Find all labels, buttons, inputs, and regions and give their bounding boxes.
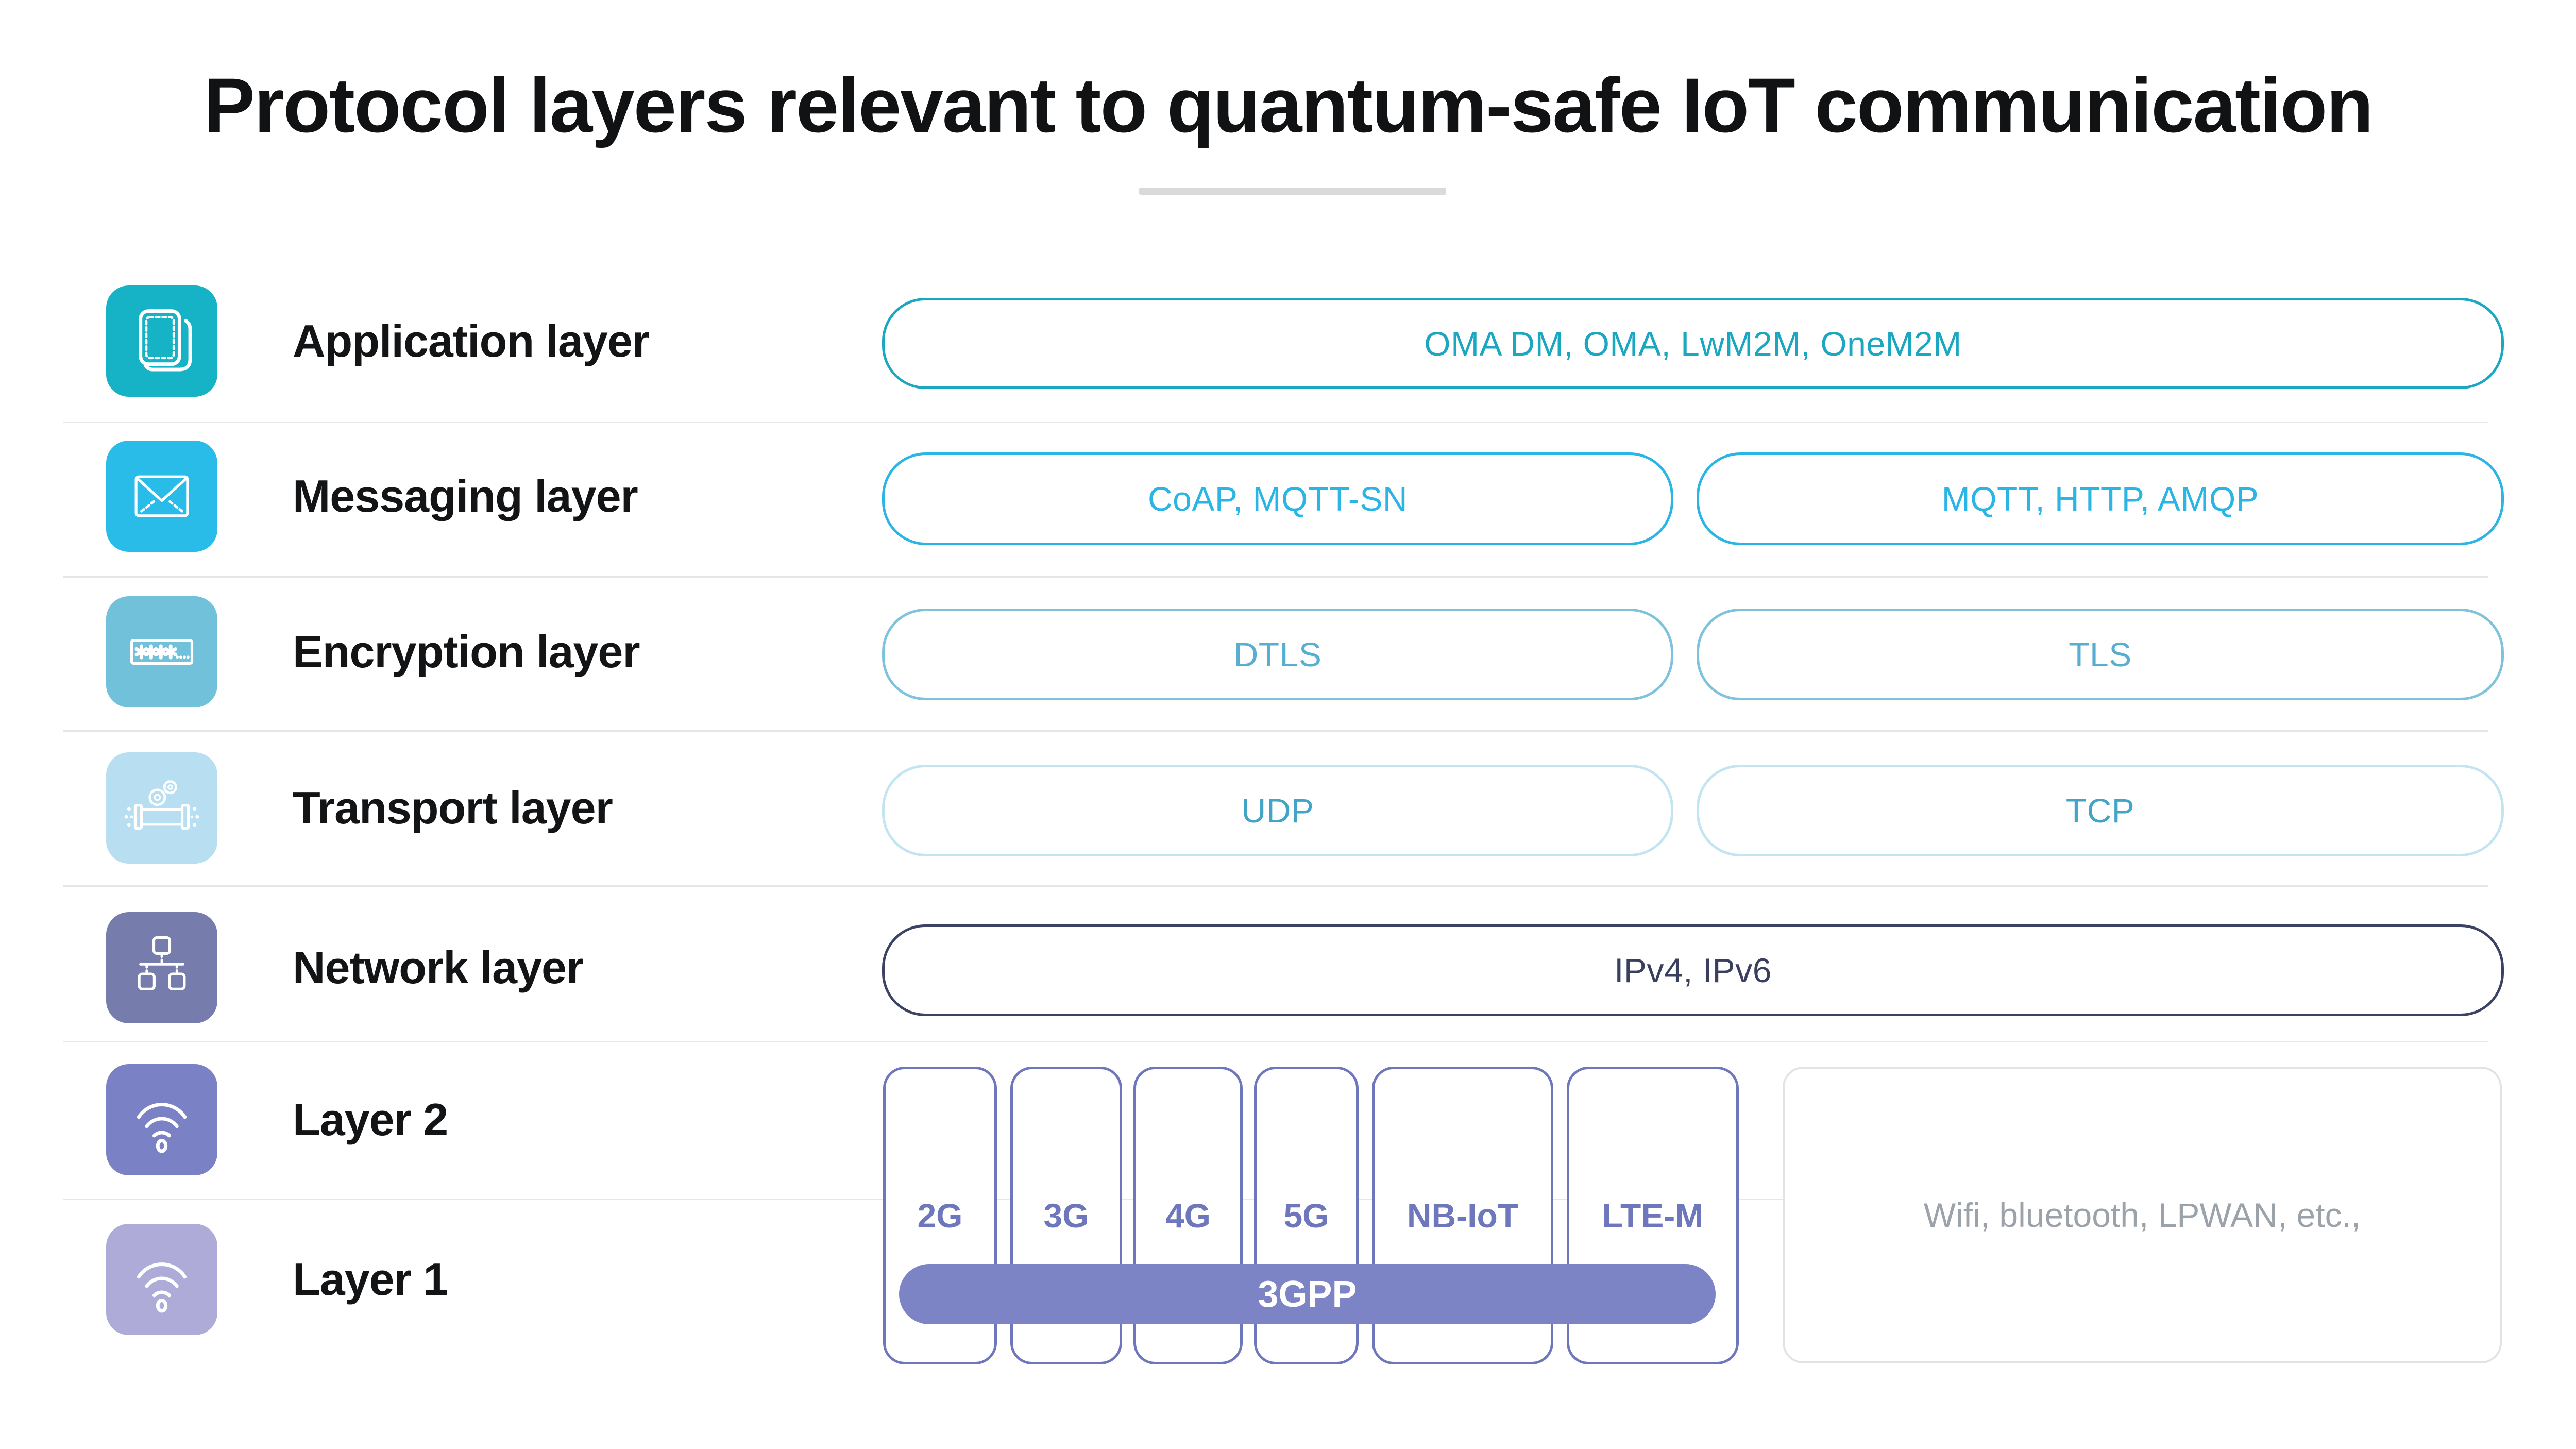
row-divider	[63, 422, 2488, 423]
page-title: Protocol layers relevant to quantum-safe…	[204, 62, 2374, 148]
wifi-icon	[106, 1064, 217, 1175]
wifi-icon	[106, 1224, 217, 1335]
pill-messaging-left: CoAP, MQTT-SN	[882, 452, 1673, 545]
pill-encryption-right: TLS	[1697, 609, 2504, 700]
row-divider	[63, 730, 2488, 732]
envelope-icon	[106, 441, 217, 552]
password-field-icon	[106, 596, 217, 707]
app-windows-icon	[106, 285, 217, 397]
title-underline-bar	[1139, 188, 1446, 195]
other-radio-box: Wifi, bluetooth, LPWAN, etc.,	[1783, 1067, 2502, 1363]
row-label-messaging: Messaging layer	[293, 470, 638, 521]
pill-transport-left: UDP	[882, 765, 1673, 856]
row-label-application: Application layer	[293, 315, 650, 366]
pill-messaging-right: MQTT, HTTP, AMQP	[1697, 452, 2504, 545]
pill-encryption-left: DTLS	[882, 609, 1673, 700]
pill-application-protocols: OMA DM, OMA, LwM2M, OneM2M	[882, 298, 2504, 389]
pill-network-protocols: IPv4, IPv6	[882, 924, 2504, 1016]
row-divider	[63, 885, 2488, 887]
3gpp-banner: 3GPP	[899, 1264, 1716, 1324]
pill-transport-right: TCP	[1697, 765, 2504, 856]
row-divider	[63, 1041, 2488, 1042]
row-label-network: Network layer	[293, 942, 584, 993]
row-label-transport: Transport layer	[293, 782, 613, 833]
row-label-layer2: Layer 2	[293, 1094, 448, 1145]
row-divider	[63, 576, 2488, 578]
pipeline-gears-icon	[106, 752, 217, 864]
network-nodes-icon	[106, 912, 217, 1023]
row-label-encryption: Encryption layer	[293, 626, 640, 677]
row-label-layer1: Layer 1	[293, 1254, 448, 1305]
